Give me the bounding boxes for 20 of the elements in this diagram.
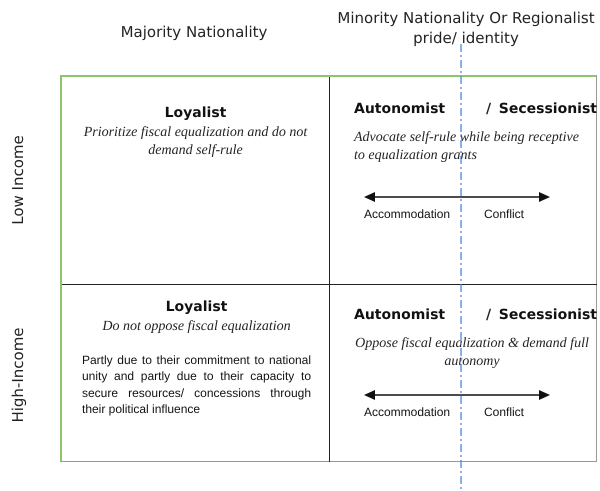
group-heading: Loyalist [164,105,228,121]
column-heading: Majority Nationality [120,22,268,42]
group-description: Advocate self-rule while being receptive to equalization grants [354,129,580,166]
scale-label: Conflict [484,405,524,420]
group-heading: Secessionist [498,101,597,117]
quadrant-cell [62,77,330,285]
scale-label: Conflict [484,207,524,222]
group-heading: Secessionist [498,307,597,323]
group-description: Oppose fiscal equalization & demand full autonomy [354,335,590,372]
column-heading: Minority Nationality Or Regionalist pride/ identity [336,8,596,48]
group-heading: Loyalist [164,299,228,315]
group-description: Do not oppose fiscal equalization [101,318,292,336]
separator-slash: / [484,101,492,117]
separator-slash: / [484,307,492,323]
group-heading: Autonomist [354,101,446,117]
group-heading: Autonomist [354,307,446,323]
row-heading: Low Income [9,135,27,225]
row-heading: High-Income [9,327,27,423]
group-description: Prioritize fiscal equalization and do not demand self-rule [82,124,308,160]
explanation-paragraph: Partly due to their commitment to national unity and partly due to their capacity to secure resources/ concessions through their political influence [82,352,311,417]
